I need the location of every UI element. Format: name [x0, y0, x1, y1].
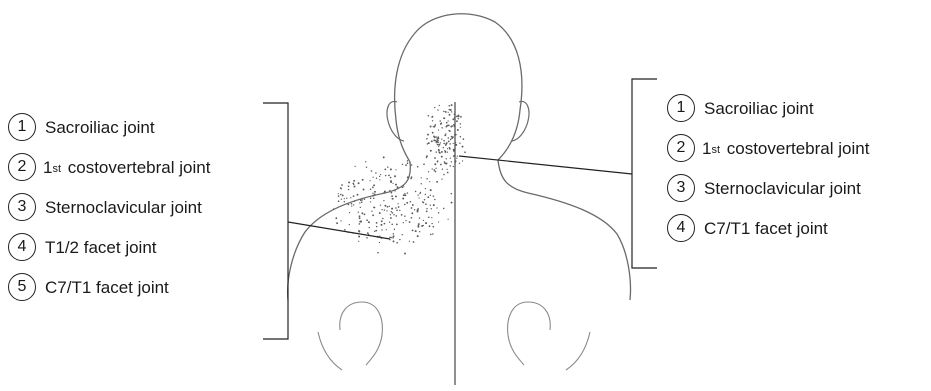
number-badge: 3	[8, 193, 36, 221]
label-prefix: 1	[43, 159, 52, 176]
right-scapula-outline	[508, 302, 551, 365]
label-prefix: 1	[702, 140, 711, 157]
number-badge: 2	[8, 153, 36, 181]
label-item: 1 Sacroiliac joint	[667, 88, 869, 128]
right-leader-line	[459, 156, 632, 174]
joint-label: Sacroiliac joint	[43, 119, 155, 136]
label-item: 4 C7/T1 facet joint	[667, 208, 869, 248]
number-badge: 3	[667, 174, 695, 202]
label-item: 1 Sacroiliac joint	[8, 107, 210, 147]
left-scapula-lower	[318, 332, 342, 370]
joint-label: T1/2 facet joint	[43, 239, 157, 256]
right-bracket	[632, 79, 657, 268]
number-badge: 4	[667, 214, 695, 242]
label-item: 3 Sternoclavicular joint	[8, 187, 210, 227]
number-badge: 5	[8, 273, 36, 301]
number-badge: 2	[667, 134, 695, 162]
label-main-text: Sternoclavicular joint	[45, 199, 202, 216]
label-main-text: Sacroiliac joint	[704, 100, 814, 117]
label-item: 4 T1/2 facet joint	[8, 227, 210, 267]
label-main-text: T1/2 facet joint	[45, 239, 157, 256]
joint-label: C7/T1 facet joint	[702, 220, 828, 237]
joint-label: Sternoclavicular joint	[43, 199, 202, 216]
joint-label: Sternoclavicular joint	[702, 180, 861, 197]
right-scapula-lower	[566, 332, 590, 370]
head-outline	[395, 14, 522, 160]
number-badge: 1	[8, 113, 36, 141]
label-item: 3 Sternoclavicular joint	[667, 168, 869, 208]
joint-label: C7/T1 facet joint	[43, 279, 169, 296]
left-scapula-outline	[340, 302, 383, 365]
label-main-text: Sternoclavicular joint	[704, 180, 861, 197]
referred-pain-region-neck	[426, 104, 466, 175]
label-main-text: costovertebral joint	[722, 140, 869, 157]
left-bracket	[263, 103, 288, 339]
left-leader-line	[288, 222, 390, 239]
label-main-text: Sacroiliac joint	[45, 119, 155, 136]
number-badge: 1	[667, 94, 695, 122]
label-main-text: C7/T1 facet joint	[704, 220, 828, 237]
right-neck-shoulder-outline	[498, 160, 630, 300]
label-item: 5 C7/T1 facet joint	[8, 267, 210, 307]
label-main-text: C7/T1 facet joint	[45, 279, 169, 296]
number-badge: 4	[8, 233, 36, 261]
joint-label: Sacroiliac joint	[702, 100, 814, 117]
label-main-text: costovertebral joint	[63, 159, 210, 176]
